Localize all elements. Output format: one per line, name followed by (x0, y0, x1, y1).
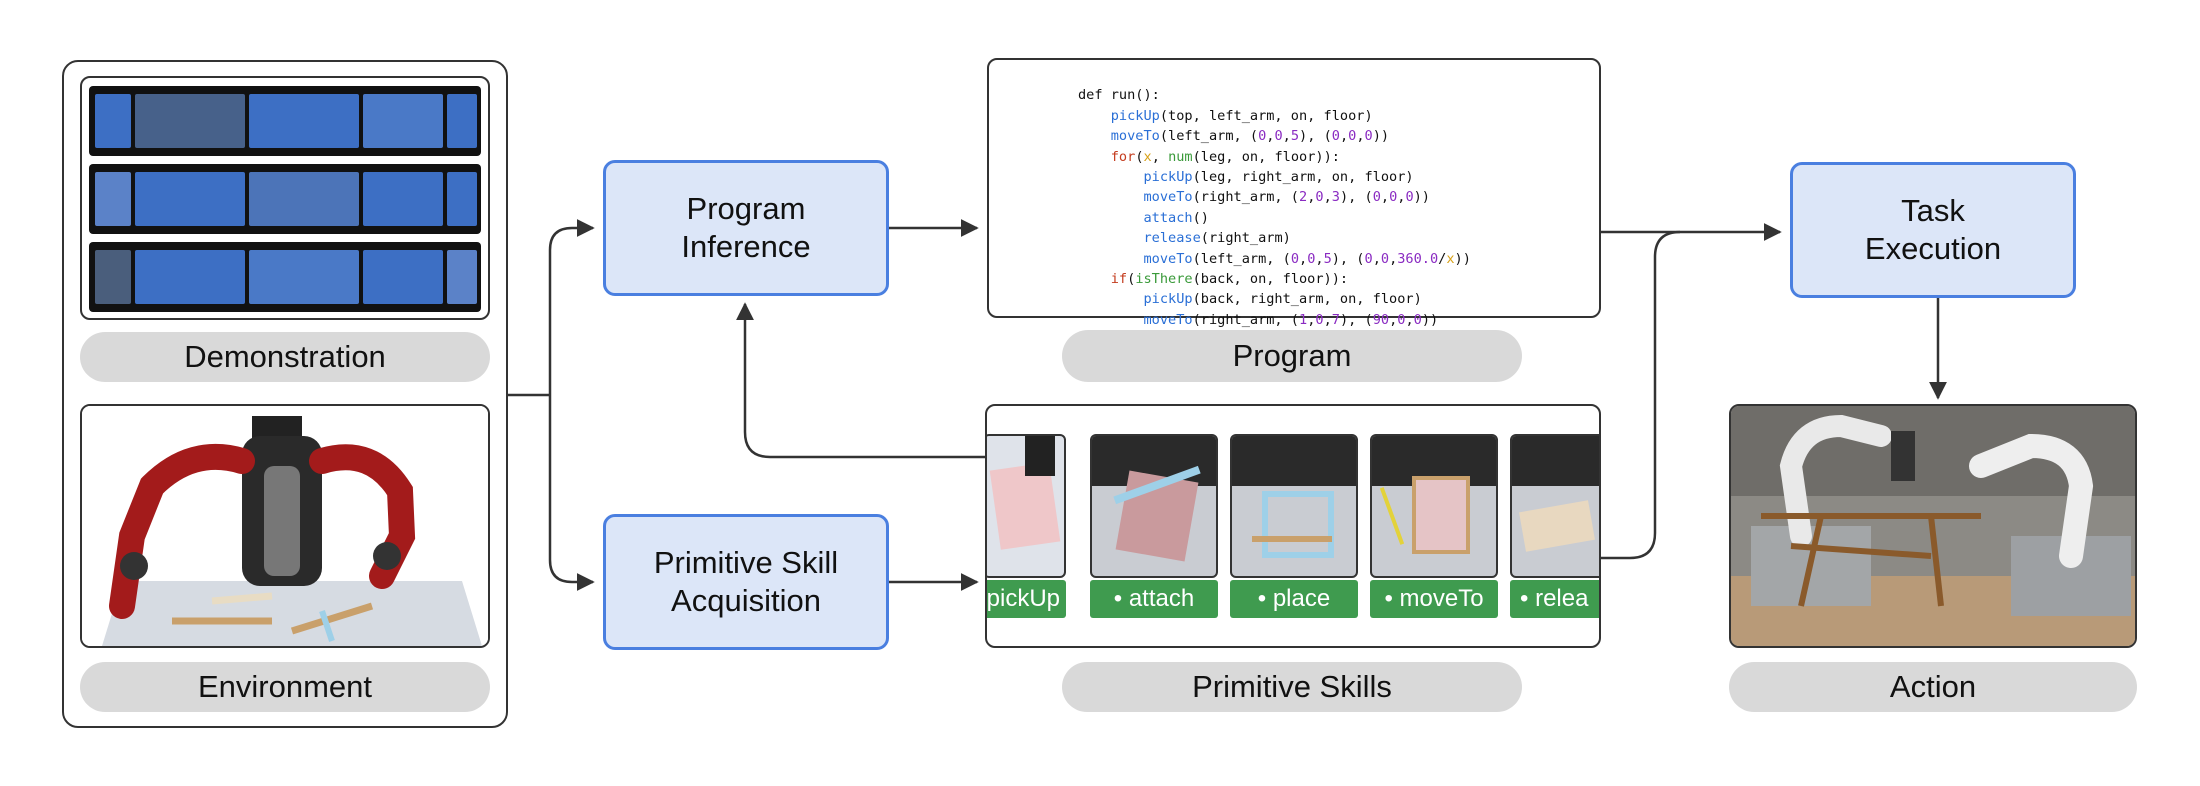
primitive-skill-acquisition-box: Primitive Skill Acquisition (603, 514, 889, 650)
skill-label-place: • place (1230, 580, 1358, 618)
code-line: if(isThere(back, on, floor)): (1110, 271, 1349, 288)
code-line: moveTo(right_arm, (2,0,3), (0,0,0)) (1143, 189, 1430, 206)
skill-image-moveto (1370, 434, 1498, 578)
arrow-skills-to-inference (736, 302, 985, 459)
environment-image (80, 404, 490, 648)
primitive-skills-label: Primitive Skills (1062, 662, 1522, 712)
program-code-panel: def run(): pickUp(top, left_arm, on, flo… (987, 58, 1601, 328)
code-line: moveTo(left_arm, (0,0,5), (0,0,0)) (1110, 128, 1390, 145)
robot-illustration (82, 406, 488, 646)
code-line: pickUp(leg, right_arm, on, floor) (1143, 169, 1414, 186)
skill-label-moveto: • moveTo (1370, 580, 1498, 618)
code-line: moveTo(left_arm, (0,0,5), (0,0,360.0/x)) (1143, 250, 1471, 267)
demonstration-video-frames (80, 76, 490, 320)
skill-image-release (1510, 434, 1599, 578)
robot-arms-photo (1731, 406, 2135, 646)
skill-label-release: • relea (1510, 580, 1599, 618)
program-code: def run(): pickUp(top, left_arm, on, flo… (1078, 65, 1471, 330)
skill-image-attach (1090, 434, 1218, 578)
skill-image-place (1230, 434, 1358, 578)
film-strip (89, 242, 481, 312)
arrow-to-skill-acquisition (548, 395, 595, 591)
code-line: release(right_arm) (1143, 230, 1291, 247)
task-execution-box: Task Execution (1790, 162, 2076, 298)
code-line: for(x, num(leg, on, floor)): (1110, 148, 1340, 165)
film-strip (89, 86, 481, 156)
program-label: Program (1062, 330, 1522, 382)
film-strip (89, 164, 481, 234)
code-line: attach() (1143, 209, 1209, 226)
demonstration-label: Demonstration (80, 332, 490, 382)
environment-label: Environment (80, 662, 490, 712)
code-line: moveTo(right_arm, (1,0,7), (90,0,0)) (1143, 311, 1439, 328)
arrow-to-program-inference (548, 219, 595, 395)
primitive-skills-panel: pickUp • attach • place • moveTo • relea (985, 404, 1601, 648)
skill-label-attach: • attach (1090, 580, 1218, 618)
action-image (1729, 404, 2137, 648)
code-line: def run(): (1078, 87, 1160, 104)
skill-image-pickup (987, 434, 1066, 578)
skill-label-pickup: pickUp (987, 580, 1066, 618)
code-line: pickUp(back, right_arm, on, floor) (1143, 291, 1422, 308)
program-inference-box: Program Inference (603, 160, 889, 296)
arrow-skills-to-execution (1601, 230, 1681, 560)
code-line: pickUp(top, left_arm, on, floor) (1110, 107, 1373, 124)
action-label: Action (1729, 662, 2137, 712)
